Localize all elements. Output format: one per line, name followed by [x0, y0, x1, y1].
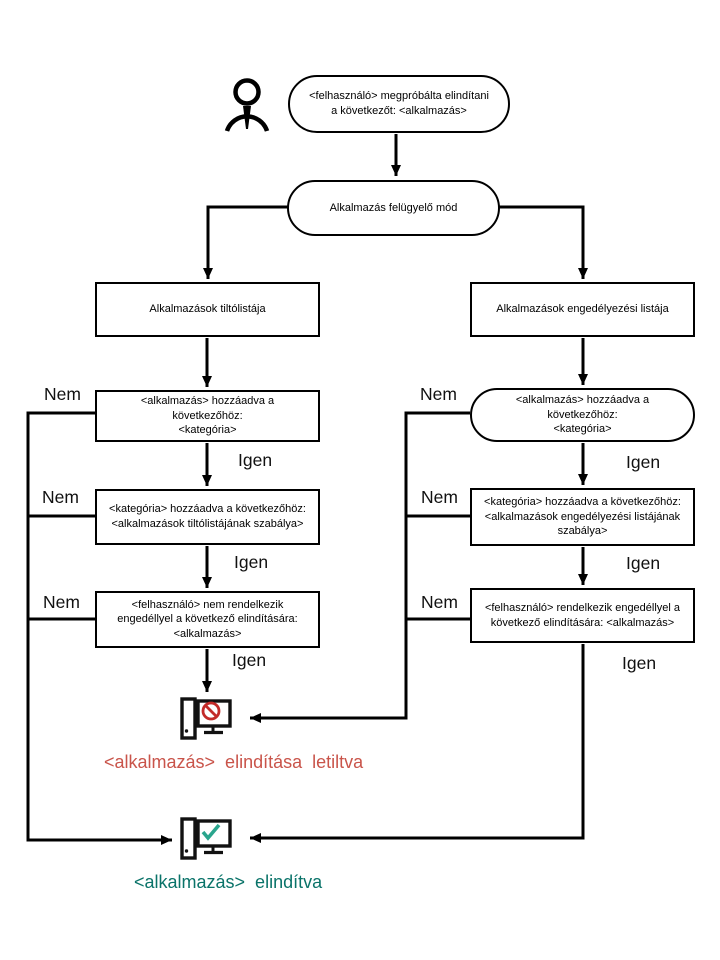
label-igen-allow-1: Igen — [626, 452, 661, 472]
computer-ok-icon — [180, 817, 232, 860]
mode-node: Alkalmazás felügyelő mód — [287, 180, 500, 236]
label-igen-deny-2: Igen — [234, 552, 269, 572]
denylist-header-node: Alkalmazások tiltólistája — [95, 282, 320, 337]
label-igen-allow-2: Igen — [626, 553, 661, 573]
label-nem-deny-2: Nem — [42, 487, 79, 507]
label-igen-allow-3: Igen — [622, 653, 657, 673]
label-nem-deny-1: Nem — [44, 384, 81, 404]
computer-blocked-icon — [180, 697, 232, 740]
label-igen-deny-3: Igen — [232, 650, 267, 670]
deny-step1-node: <alkalmazás> hozzáadva a következőhöz: <… — [95, 390, 320, 442]
user-icon — [224, 78, 270, 132]
deny-step3-node: <felhasználó> nem rendelkezik engedéllye… — [95, 591, 320, 648]
label-nem-deny-3: Nem — [43, 592, 80, 612]
deny-step2-node: <kategória> hozzáadva a következőhöz: <a… — [95, 489, 320, 545]
arrow-mode-to-denylist — [203, 205, 288, 279]
outcome-started-text: <alkalmazás> elindítva — [134, 872, 323, 892]
label-igen-deny-1: Igen — [238, 450, 273, 470]
prohibition-sign-icon — [201, 701, 221, 721]
label-nem-allow-2: Nem — [421, 487, 458, 507]
allow-step3-node: <felhasználó> rendelkezik engedéllyel a … — [470, 588, 695, 643]
rail-allow-igen-started — [250, 644, 585, 843]
start-node: <felhasználó> megpróbálta elindítani a k… — [288, 75, 510, 133]
check-icon — [201, 823, 221, 841]
allow-step1-node: <alkalmazás> hozzáadva a következőhöz: <… — [470, 388, 695, 442]
allow-step2-node: <kategória> hozzáadva a következőhöz: <a… — [470, 488, 695, 546]
label-nem-allow-1: Nem — [420, 384, 457, 404]
arrow-mode-to-allowlist — [499, 205, 588, 279]
rail-deny-nem — [26, 411, 172, 845]
outcome-blocked-text: <alkalmazás> elindítása letiltva — [104, 752, 364, 772]
allowlist-header-node: Alkalmazások engedélyezési listája — [470, 282, 695, 337]
rail-allow-nem — [250, 411, 470, 723]
label-nem-allow-3: Nem — [421, 592, 458, 612]
